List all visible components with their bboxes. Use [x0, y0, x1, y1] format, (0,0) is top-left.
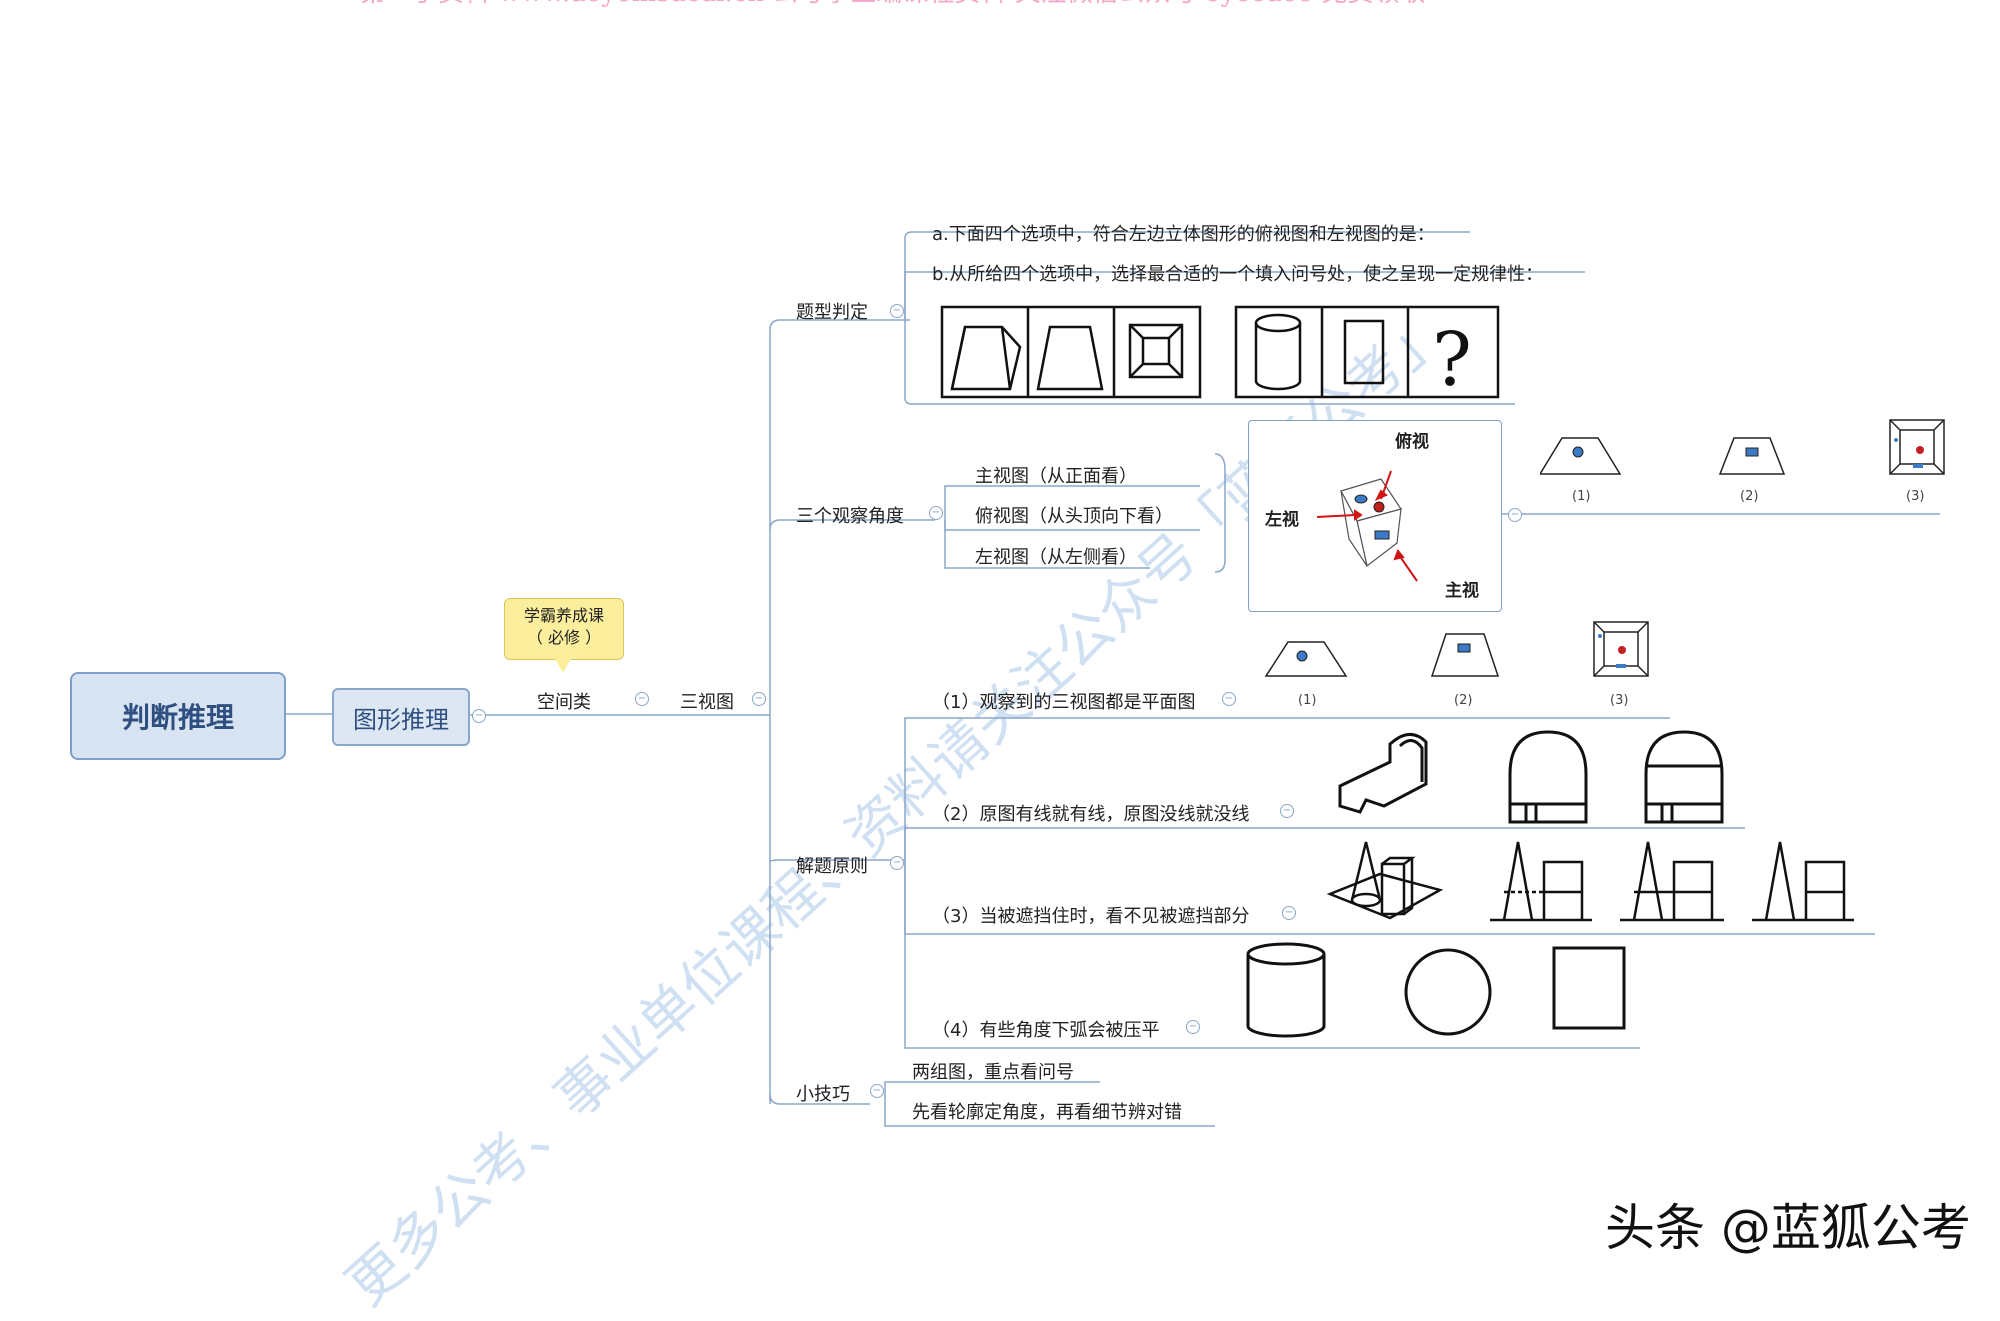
angle-front: 主视图（从正面看） [975, 466, 1137, 487]
principle-label-3: (3) [1610, 693, 1628, 708]
principle-1: （1）观察到的三视图都是平面图 [932, 692, 1196, 713]
branch-type-judge[interactable]: 题型判定 [796, 302, 868, 323]
label-front-view: 主视 [1445, 580, 1479, 601]
collapse-toggle[interactable]: − [890, 304, 904, 318]
branch-principles[interactable]: 解题原则 [796, 856, 868, 877]
example-figures: ? [940, 305, 1500, 399]
angle-left: 左视图（从左侧看） [975, 547, 1137, 568]
question-mark: ? [1432, 317, 1472, 399]
angle-diagram-figure: 俯视 左视 主视 [1265, 431, 1479, 601]
principle-3-figures [1326, 841, 1854, 922]
collapse-toggle[interactable]: − [472, 709, 486, 723]
branch-tips[interactable]: 小技巧 [796, 1084, 850, 1105]
principle-4-figures [1246, 942, 1626, 1038]
view-label-1: (1) [1572, 489, 1590, 504]
connector-lines [282, 231, 1940, 1127]
space-node[interactable]: 空间类 [537, 692, 591, 713]
must-study-callout: 学霸养成课 （ 必修 ） [504, 598, 624, 673]
collapse-toggle[interactable]: − [752, 692, 766, 706]
collapse-toggle[interactable]: − [635, 692, 649, 706]
mind-map: 第一手资料 www.aoyemsucai.cn 公考事业编课程资料 关注微信公众… [70, 0, 1971, 1319]
tip-1: 两组图，重点看问号 [912, 1062, 1074, 1083]
collapse-toggle[interactable]: − [1222, 692, 1236, 706]
view-label-2: (2) [1740, 489, 1758, 504]
graphic-reasoning-node[interactable]: 图形推理 [332, 688, 470, 746]
branch-angles[interactable]: 三个观察角度 [796, 506, 904, 527]
collapse-toggle[interactable]: − [890, 856, 904, 870]
view-label-3: (3) [1906, 489, 1924, 504]
root-node[interactable]: 判断推理 [70, 672, 286, 760]
label-top-view: 俯视 [1395, 431, 1429, 452]
three-view-node[interactable]: 三视图 [680, 692, 734, 713]
type-judge-b: b.从所给四个选项中，选择最合适的一个填入问号处，使之呈现一定规律性： [932, 264, 1544, 285]
collapse-toggle[interactable]: − [929, 506, 943, 520]
type-judge-a: a.下面四个选项中，符合左边立体图形的俯视图和左视图的是： [932, 224, 1435, 245]
collapse-toggle[interactable]: − [1186, 1020, 1200, 1034]
principle-label-2: (2) [1454, 693, 1472, 708]
label-left-view: 左视 [1265, 509, 1299, 530]
tip-2: 先看轮廓定角度，再看细节辨对错 [912, 1102, 1182, 1123]
angle-views: (1) (2) (3) [1540, 419, 1945, 504]
collapse-toggle[interactable]: − [1280, 804, 1294, 818]
collapse-toggle[interactable]: − [870, 1084, 884, 1098]
collapse-toggle[interactable]: − [1508, 508, 1522, 522]
callout-line-1: 学霸养成课 [523, 606, 604, 625]
angle-top: 俯视图（从头顶向下看） [975, 506, 1173, 527]
brand-signature: 头条 @蓝狐公考 [1605, 1199, 1971, 1257]
principle-2: （2）原图有线就有线，原图没线就没线 [932, 804, 1250, 825]
callout-line-2: （ 必修 ） [526, 628, 602, 647]
top-watermark: 第一手资料 www.aoyemsucai.cn 公考事业编课程资料 关注微信公众… [360, 0, 1425, 9]
principle-4: （4）有些角度下弧会被压平 [932, 1020, 1160, 1041]
collapse-toggle[interactable]: − [1282, 906, 1296, 920]
principle-label-1: (1) [1298, 693, 1316, 708]
principle-2-figures [1338, 730, 1724, 824]
principle-1-figures: (1) (2) (3) [1264, 621, 1649, 708]
principle-3: （3）当被遮挡住时，看不见被遮挡部分 [932, 906, 1250, 927]
angle-diagram: 俯视 左视 主视 [1248, 420, 1502, 612]
